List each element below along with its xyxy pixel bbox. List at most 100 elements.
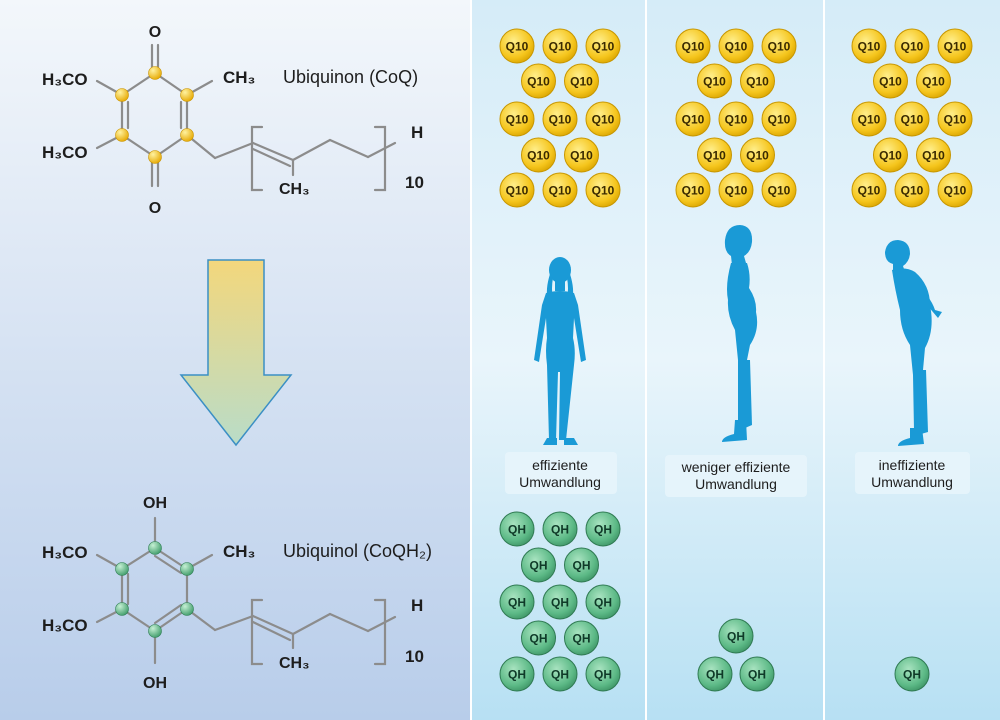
q10-bubble: Q10 (521, 63, 556, 99)
q10-bubble-label: Q10 (922, 149, 945, 163)
q10-bubble: Q10 (894, 28, 930, 64)
q10-bubble-label: Q10 (858, 40, 881, 54)
qh-bubble: QH (499, 511, 535, 547)
q10-bubble: Q10 (937, 172, 973, 208)
q10-bubble-label: Q10 (570, 149, 593, 163)
qh-bubble: QH (585, 584, 621, 620)
q10-bubble-label: Q10 (549, 40, 572, 54)
q10-bubble-label: Q10 (570, 75, 593, 89)
q10-bubble-label: Q10 (549, 184, 572, 198)
label-o-bottom: O (149, 200, 161, 217)
ubiquinol-structure (95, 516, 397, 666)
q10-bubble-label: Q10 (901, 184, 924, 198)
q10-bubble: Q10 (937, 28, 973, 64)
q10-bubble: Q10 (521, 137, 556, 173)
ubiquinone-structure (95, 43, 397, 192)
q10-bubble-label: Q10 (725, 40, 748, 54)
q10-bubble-label: Q10 (901, 40, 924, 54)
caption-column-2: weniger effiziente Umwandlung (665, 455, 807, 497)
q10-bubble: Q10 (873, 137, 908, 173)
qh-bubble-label: QH (748, 668, 766, 682)
q10-bubble-label: Q10 (725, 184, 748, 198)
label-h3co-1: H₃CO (42, 70, 88, 89)
q10-bubble-label: Q10 (858, 184, 881, 198)
qh-bubble-label: QH (706, 668, 724, 682)
silhouette-elderly-side (885, 240, 942, 446)
label-o-top: O (149, 24, 161, 41)
label-ch3-chain-2: CH₃ (279, 655, 310, 672)
qh-bubble-label: QH (530, 559, 548, 573)
q10-bubble-label: Q10 (768, 184, 791, 198)
silhouette-adult-side (722, 225, 758, 442)
q10-bubble: Q10 (499, 101, 535, 137)
label-h3co-3: H₃CO (42, 543, 88, 562)
q10-bubble: Q10 (851, 172, 887, 208)
q10-bubble: Q10 (585, 28, 621, 64)
q10-bubble: Q10 (851, 28, 887, 64)
qh-bubble-label: QH (594, 523, 612, 537)
q10-bubble-label: Q10 (527, 75, 550, 89)
q10-bubble-label: Q10 (746, 149, 769, 163)
q10-bubble-label: Q10 (944, 184, 967, 198)
qh-bubble-label: QH (727, 630, 745, 644)
q10-bubble-label: Q10 (768, 113, 791, 127)
label-ch3-ring: CH₃ (223, 68, 255, 87)
q10-bubble-label: Q10 (944, 40, 967, 54)
qh-bubble: QH (521, 547, 556, 583)
label-ch3-ring-2: CH₃ (223, 542, 255, 561)
q10-bubble: Q10 (873, 63, 908, 99)
q10-bubble-label: Q10 (901, 113, 924, 127)
label-repeat-count-2: 10 (405, 647, 424, 666)
caption-3-line-1: ineffiziente (879, 457, 946, 473)
q10-bubble: Q10 (675, 172, 711, 208)
qh-bubble: QH (564, 620, 599, 656)
q10-bubble-label: Q10 (549, 113, 572, 127)
q10-bubble-label: Q10 (703, 75, 726, 89)
q10-bubble: Q10 (851, 101, 887, 137)
label-h3co-4: H₃CO (42, 616, 88, 635)
q10-bubble: Q10 (937, 101, 973, 137)
q10-bubble: Q10 (718, 101, 754, 137)
qh-bubble-label: QH (573, 559, 591, 573)
q10-bubble: Q10 (585, 101, 621, 137)
silhouette-young-front (534, 257, 586, 445)
q10-bubble: Q10 (542, 28, 578, 64)
q10-bubble-label: Q10 (746, 75, 769, 89)
q10-bubble: Q10 (564, 137, 599, 173)
q10-bubble-label: Q10 (682, 113, 705, 127)
q10-bubble-label: Q10 (944, 113, 967, 127)
q10-bubble: Q10 (894, 101, 930, 137)
qh-bubble: QH (894, 656, 930, 692)
caption-1-line-1: effiziente (532, 457, 588, 473)
qh-bubble-label: QH (551, 523, 569, 537)
q10-bubble-label: Q10 (527, 149, 550, 163)
q10-bubble: Q10 (542, 101, 578, 137)
qh-bubble-label: QH (594, 668, 612, 682)
caption-column-1: effiziente Umwandlung (505, 452, 617, 494)
q10-bubble-label: Q10 (858, 113, 881, 127)
caption-3-line-2: Umwandlung (871, 474, 953, 490)
qh-bubble-label: QH (551, 668, 569, 682)
q10-bubble-label: Q10 (703, 149, 726, 163)
q10-bubble-label: Q10 (725, 113, 748, 127)
q10-bubble: Q10 (675, 101, 711, 137)
qh-bubble-label: QH (508, 523, 526, 537)
conversion-arrow (179, 259, 293, 447)
label-h3co-2: H₃CO (42, 143, 88, 162)
caption-1-line-2: Umwandlung (519, 474, 601, 490)
q10-bubble-label: Q10 (506, 113, 529, 127)
caption-2-line-2: Umwandlung (695, 476, 777, 492)
qh-bubble: QH (542, 656, 578, 692)
q10-bubble: Q10 (697, 63, 732, 99)
q10-bubble: Q10 (542, 172, 578, 208)
qh-bubble-label: QH (903, 668, 921, 682)
q10-bubble: Q10 (761, 28, 797, 64)
qh-bubble: QH (564, 547, 599, 583)
q10-bubble: Q10 (916, 63, 951, 99)
qh-bubble: QH (697, 656, 733, 692)
q10-bubble: Q10 (585, 172, 621, 208)
q10-bubble-label: Q10 (922, 75, 945, 89)
